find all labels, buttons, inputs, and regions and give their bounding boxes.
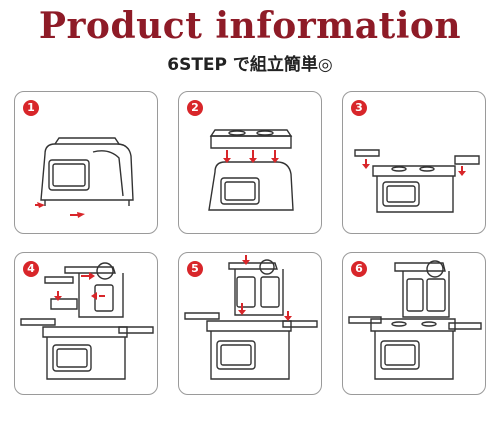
page-subtitle: 6STEP で組立簡単◎ — [167, 55, 333, 75]
step-number-badge: 5 — [187, 261, 203, 277]
step-number-badge: 6 — [351, 261, 367, 277]
step-number-badge: 2 — [187, 100, 203, 116]
step-panel-2: 2 — [178, 91, 322, 234]
step-number-badge: 3 — [351, 100, 367, 116]
step-panel-6: 6 — [342, 252, 486, 395]
step-panel-3: 3 — [342, 91, 486, 234]
step-panel-1: 1 — [14, 91, 158, 234]
step-panel-4: 4 — [14, 252, 158, 395]
step-5-illustration — [184, 255, 318, 380]
page-title: Product information — [38, 5, 462, 47]
step-panel-5: 5 — [178, 252, 322, 395]
step-6-illustration — [348, 260, 482, 380]
step-3-illustration — [354, 149, 480, 213]
step-1-illustration — [35, 137, 134, 218]
step-2-illustration — [208, 129, 294, 211]
step-number-badge: 1 — [23, 100, 39, 116]
step-4-illustration — [20, 262, 154, 380]
step-number-badge: 4 — [23, 261, 39, 277]
